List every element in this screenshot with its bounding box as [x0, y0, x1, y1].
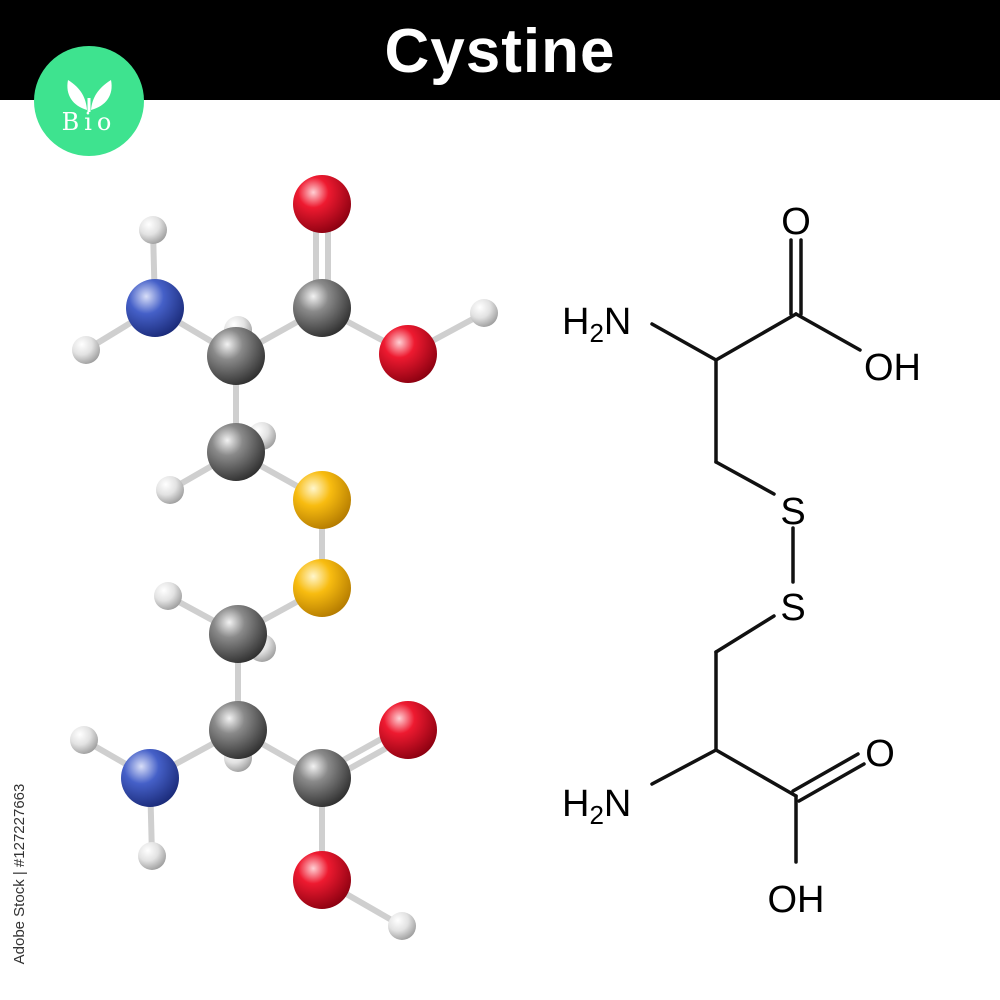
hydrogen-atom [139, 216, 167, 244]
hydrogen-atom [388, 912, 416, 940]
hydroxyl-label-bottom: OH [768, 879, 825, 921]
hydrogen-atom [72, 336, 100, 364]
oxygen-atom [379, 701, 437, 759]
nitrogen-atom [126, 279, 184, 337]
sulfur-label-1: S [780, 491, 805, 533]
hydrogen-atom [154, 582, 182, 610]
formula-bonds [650, 238, 866, 864]
amine-label-top: H2N [562, 301, 631, 348]
carbon-atom [207, 327, 265, 385]
carbon-atom [207, 423, 265, 481]
hydrogen-atom [70, 726, 98, 754]
amine-label-bottom: H2N [562, 783, 631, 830]
carbonyl-oxygen-label-top: O [781, 201, 811, 243]
ball-and-stick-model [70, 175, 498, 940]
structural-formula: H2N O OH S S H2N O OH [562, 201, 921, 921]
sulfur-label-2: S [780, 587, 805, 629]
oxygen-atom [293, 851, 351, 909]
oxygen-atom [379, 325, 437, 383]
title-bar [0, 0, 1000, 100]
carbon-atom [293, 749, 351, 807]
carbon-atom [293, 279, 351, 337]
hydrogen-atom [156, 476, 184, 504]
hydrogen-atom [138, 842, 166, 870]
sulfur-atom [293, 471, 351, 529]
stock-id-text: Adobe Stock | #127227663 [11, 784, 28, 965]
page-title: Cystine [384, 17, 616, 86]
leaf-sprout-icon [67, 80, 112, 112]
sulfur-atom [293, 559, 351, 617]
oxygen-atom [293, 175, 351, 233]
hydroxyl-label-top: OH [864, 347, 921, 389]
badge-label: Bio [61, 108, 117, 136]
carbon-atom [209, 701, 267, 759]
hydrogen-atom [470, 299, 498, 327]
nitrogen-atom [121, 749, 179, 807]
bio-badge: Bio [34, 46, 144, 156]
carbonyl-oxygen-label-bottom: O [865, 733, 895, 775]
stock-id-watermark: Adobe Stock | #127227663 [11, 784, 28, 965]
carbon-atom [209, 605, 267, 663]
